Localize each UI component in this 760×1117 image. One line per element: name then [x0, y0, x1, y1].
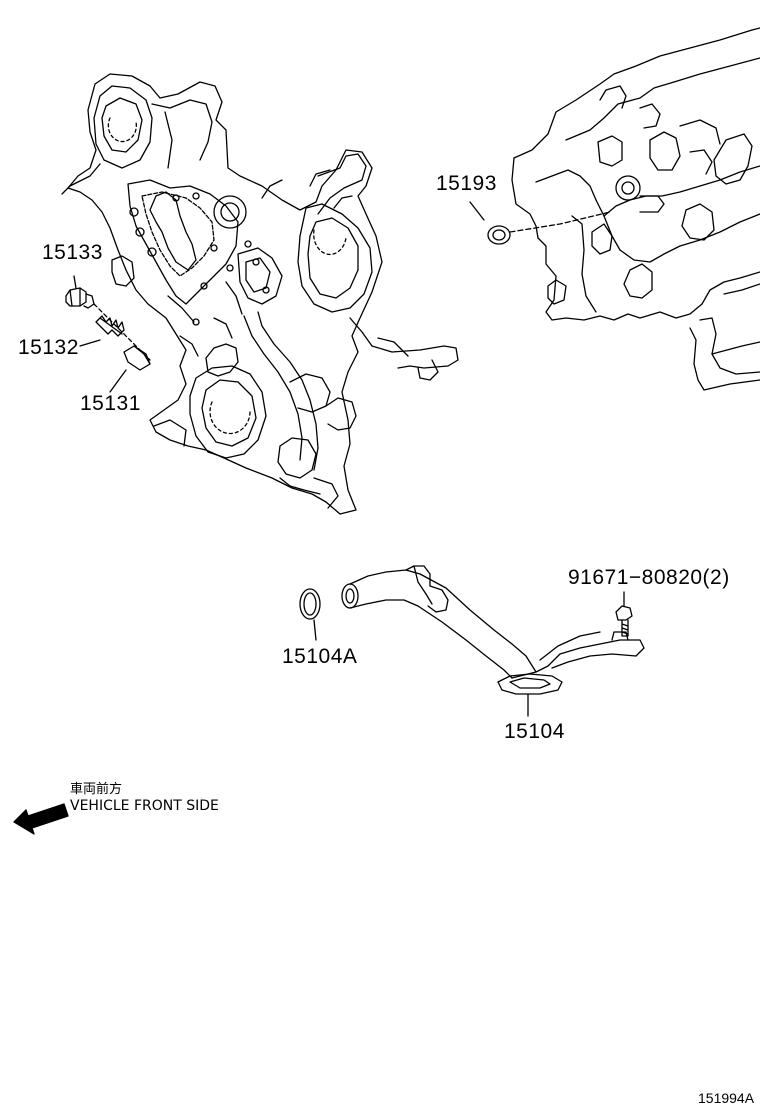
- engine-block: [511, 27, 760, 391]
- part-label-15193: 15193: [436, 172, 497, 195]
- oring-15104A: [299, 588, 321, 641]
- part-label-15104: 15104: [504, 720, 565, 743]
- valve-15131: [109, 345, 151, 393]
- part-label-15133: 15133: [42, 241, 103, 264]
- spring-15132: [79, 315, 125, 347]
- timing-chain-cover: [61, 73, 459, 515]
- vehicle-front-note: VEHICLE FRONT SIDE: [70, 798, 219, 814]
- part-label-15132: 15132: [18, 336, 79, 359]
- oil-strainer-15104: [341, 565, 645, 717]
- arrow-left-icon: [13, 803, 69, 835]
- seal-15193: [469, 201, 511, 245]
- vehicle-front-note-japanese: 車両前方: [70, 782, 123, 797]
- part-label-15131: 15131: [80, 392, 141, 415]
- illustration-id: 151994A: [698, 1090, 755, 1106]
- part-label-91671-80820: 91671−80820(2): [568, 566, 730, 589]
- bolt-91671-80820: [615, 591, 633, 637]
- part-label-15104A: 15104A: [282, 645, 358, 668]
- leader-15193: [509, 211, 611, 233]
